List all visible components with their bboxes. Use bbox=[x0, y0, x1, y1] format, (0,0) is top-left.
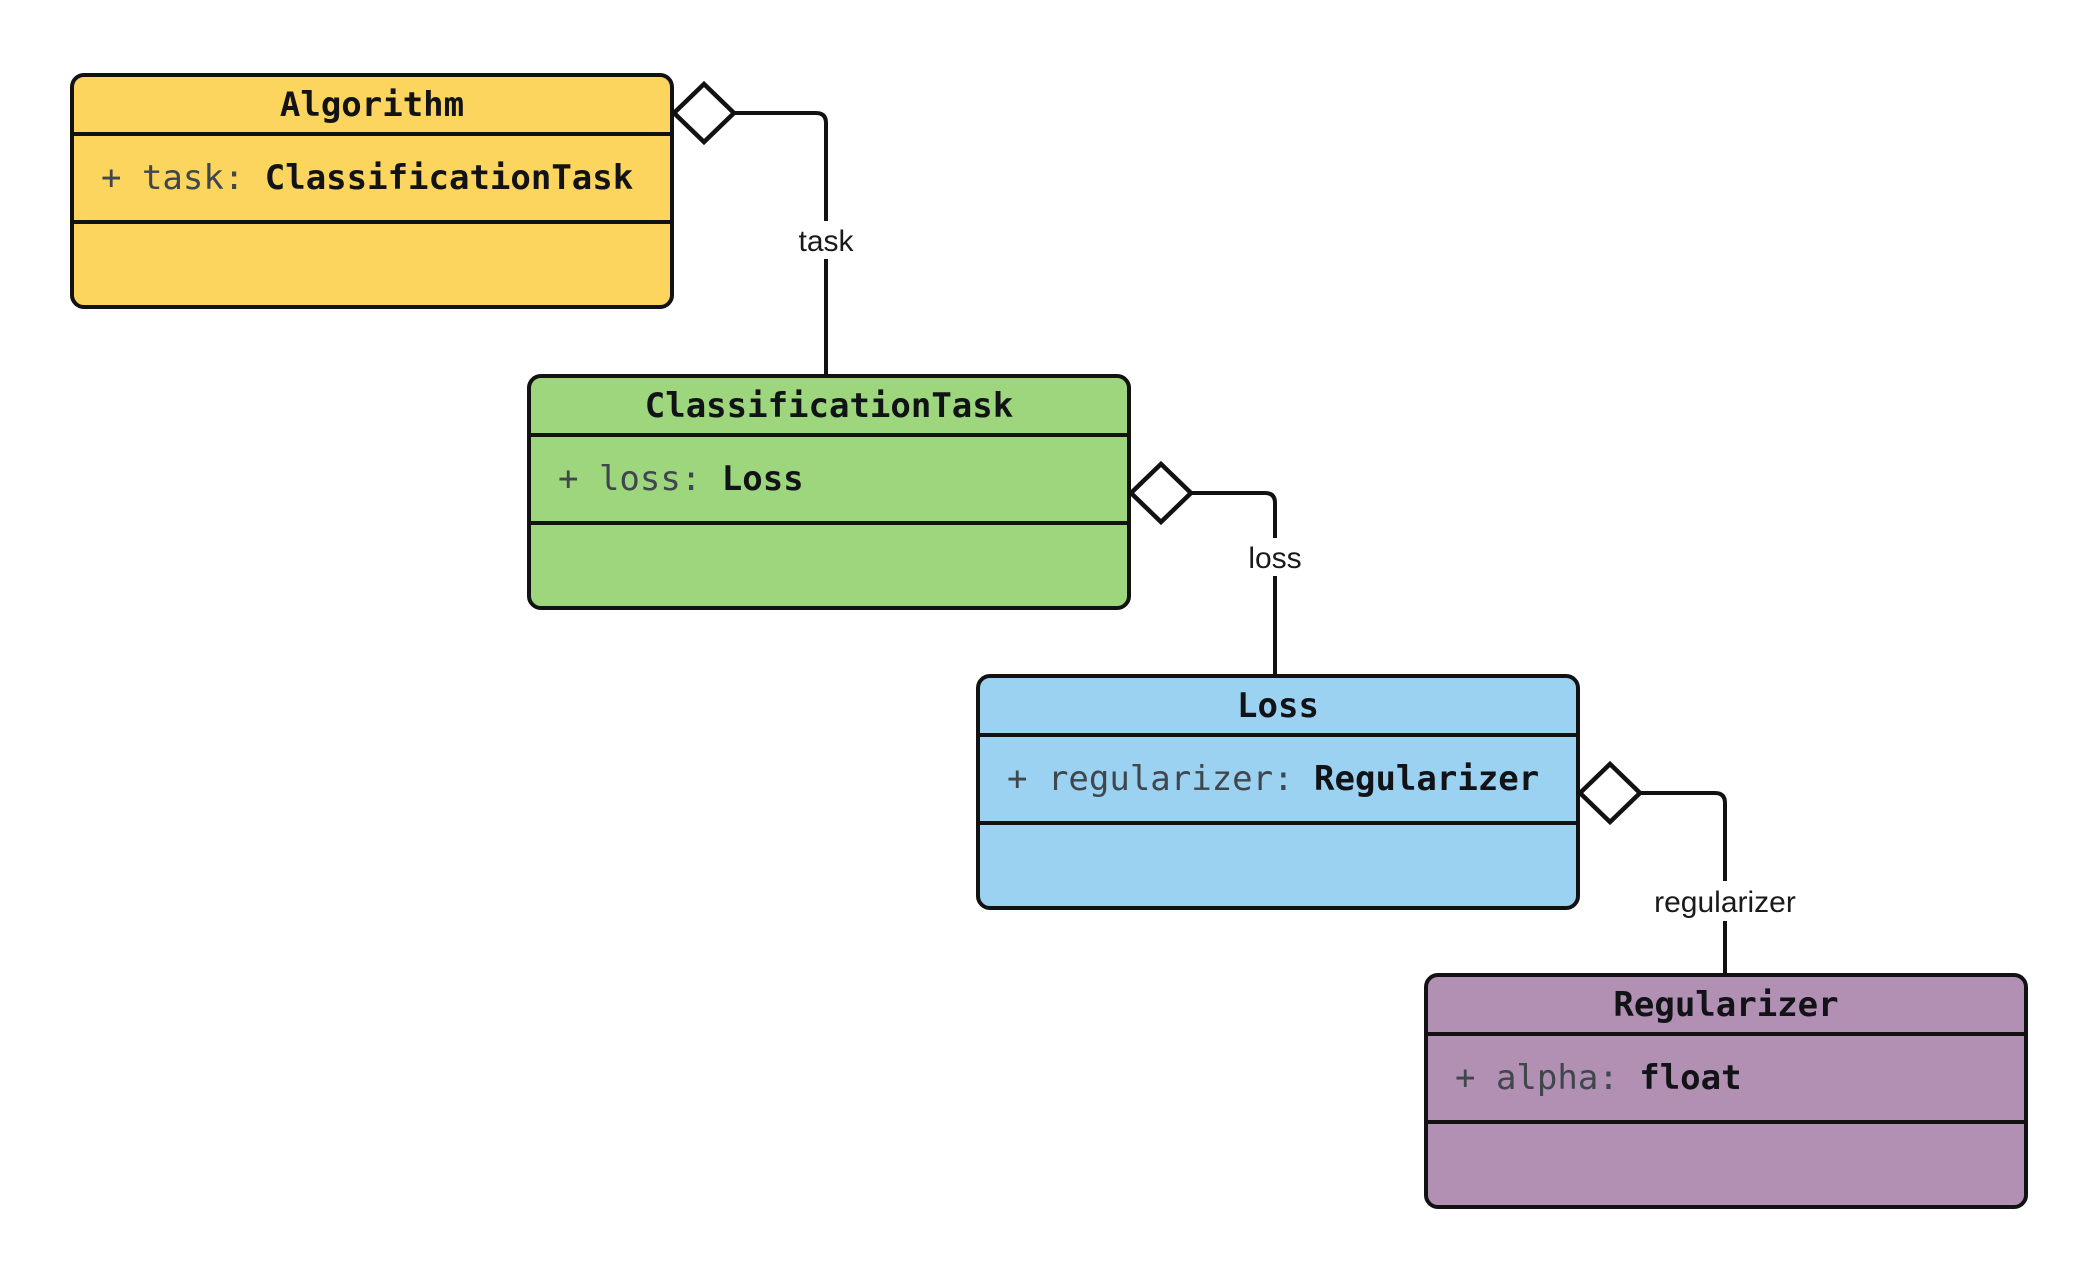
aggregation-edge-loss: loss bbox=[1127, 460, 1309, 674]
edge-label-loss: loss bbox=[1248, 542, 1301, 575]
attribute-type: Regularizer bbox=[1314, 759, 1540, 799]
aggregation-edge-task: task bbox=[670, 80, 860, 374]
class-attribute-row-loss: + regularizer: Regularizer bbox=[980, 737, 1576, 825]
attribute-name: + regularizer: bbox=[1007, 759, 1315, 799]
attribute-type: ClassificationTask bbox=[264, 158, 634, 198]
edge-label-background bbox=[1241, 538, 1309, 576]
attribute-type: float bbox=[1639, 1058, 1742, 1098]
class-title-algorithm: Algorithm bbox=[74, 77, 670, 136]
edge-label-background bbox=[794, 221, 860, 259]
attribute-name: + loss: bbox=[558, 459, 722, 499]
class-node-classificationtask[interactable]: ClassificationTask + loss: Loss bbox=[527, 374, 1131, 610]
edge-line-loss bbox=[1191, 491, 1277, 674]
class-title-loss: Loss bbox=[980, 678, 1576, 737]
attribute-name: + task: bbox=[101, 158, 265, 198]
class-node-regularizer[interactable]: Regularizer + alpha: float bbox=[1424, 973, 2028, 1209]
class-methods-empty-algorithm bbox=[74, 224, 670, 305]
aggregation-diamond-icon bbox=[670, 80, 738, 146]
class-methods-empty-loss bbox=[980, 825, 1576, 906]
edge-label-background bbox=[1638, 881, 1812, 921]
aggregation-diamond-icon bbox=[1127, 460, 1195, 526]
class-attribute-row-classificationtask: + loss: Loss bbox=[531, 437, 1127, 525]
class-title-regularizer: Regularizer bbox=[1428, 977, 2024, 1036]
aggregation-edge-regularizer: regularizer bbox=[1576, 760, 1812, 973]
class-attribute-row-algorithm: + task: ClassificationTask bbox=[74, 136, 670, 224]
edge-line-regularizer bbox=[1640, 791, 1727, 973]
edge-label-task: task bbox=[798, 225, 854, 258]
class-methods-empty-regularizer bbox=[1428, 1124, 2024, 1205]
attribute-type: Loss bbox=[721, 459, 804, 499]
attribute-name: + alpha: bbox=[1455, 1058, 1640, 1098]
edge-label-regularizer: regularizer bbox=[1654, 886, 1796, 919]
aggregation-diamond-icon bbox=[1576, 760, 1644, 826]
class-node-loss[interactable]: Loss + regularizer: Regularizer bbox=[976, 674, 1580, 910]
class-methods-empty-classificationtask bbox=[531, 525, 1127, 606]
class-node-algorithm[interactable]: Algorithm + task: ClassificationTask bbox=[70, 73, 674, 309]
class-attribute-row-regularizer: + alpha: float bbox=[1428, 1036, 2024, 1124]
edge-line-task bbox=[734, 111, 828, 374]
class-title-classificationtask: ClassificationTask bbox=[531, 378, 1127, 437]
